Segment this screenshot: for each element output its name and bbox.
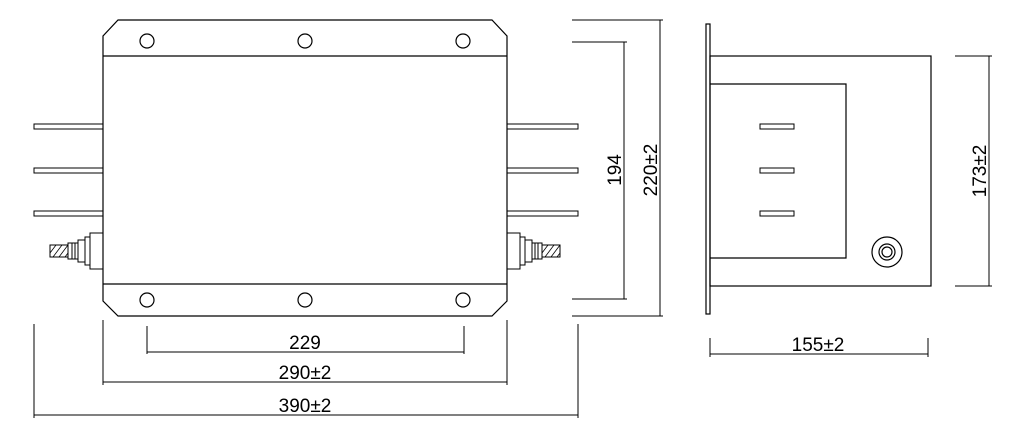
front-view	[33, 19, 579, 317]
terminal-pin	[506, 123, 579, 130]
terminal-pin	[506, 167, 579, 174]
dimension-label-229: 229	[289, 333, 321, 354]
dimension-label-390: 390±2	[279, 396, 332, 417]
terminal-pin	[33, 123, 104, 130]
left-ground-stud	[49, 232, 104, 270]
front-horizontal-dimensions: 229 290±2 390±2	[33, 320, 579, 418]
dimension-label-155: 155±2	[792, 335, 845, 356]
side-inner-recess	[710, 83, 847, 259]
mounting-plate-outline	[102, 19, 508, 317]
terminal-pin	[33, 210, 104, 217]
mounting-hole-top-right	[455, 33, 471, 49]
side-pin-end	[759, 123, 795, 130]
side-view	[705, 23, 932, 315]
dimension-label-173: 173±2	[970, 145, 991, 198]
front-vertical-dimensions: 194 220±2	[572, 19, 663, 317]
mounting-hole-bottom-left	[139, 292, 155, 308]
dimension-label-290: 290±2	[279, 363, 332, 384]
mounting-hole-top-left	[139, 33, 155, 49]
terminal-pin	[506, 210, 579, 217]
side-ground-terminal	[871, 236, 903, 268]
right-terminal-pins	[506, 123, 579, 217]
side-pin-end	[759, 210, 795, 217]
right-ground-stud	[506, 232, 561, 270]
side-dimensions: 155±2 173±2	[709, 55, 992, 357]
mounting-hole-bottom-right	[455, 292, 471, 308]
left-terminal-pins	[33, 123, 104, 217]
dimension-label-194: 194	[605, 154, 626, 186]
terminal-pin	[33, 167, 104, 174]
mounting-hole-bottom-center	[297, 292, 313, 308]
dimension-label-220: 220±2	[641, 144, 662, 197]
side-pin-end	[759, 167, 795, 174]
mounting-hole-top-center	[297, 33, 313, 49]
side-housing-outline	[709, 55, 932, 287]
